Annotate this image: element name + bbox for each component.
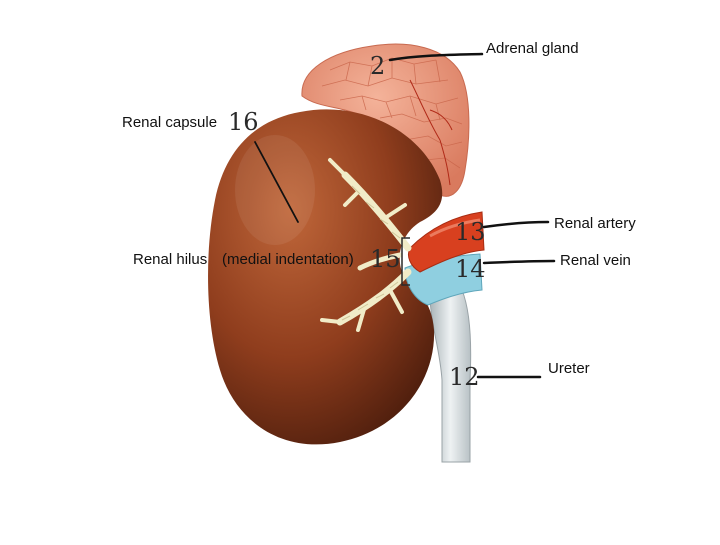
artery-shine: [429, 218, 481, 238]
leader-capsule: [254, 141, 299, 223]
label-renal-capsule: Renal capsule: [122, 114, 218, 131]
label-renal-vein: Renal vein: [560, 252, 631, 269]
callout-number-ureter: 12: [449, 363, 480, 391]
label-ureter: Ureter: [548, 360, 590, 377]
label-renal-hilus-note: (medial indentation): [222, 251, 354, 268]
renal-artery-shape: [407, 211, 485, 273]
leader-lines: [254, 52, 556, 379]
label-renal-artery: Renal artery: [554, 215, 636, 232]
label-renal-hilus: Renal hilus: [133, 251, 208, 268]
leader-adrenal: [388, 52, 484, 62]
adrenal-texture: [321, 57, 463, 169]
vessel-branch-texture: [341, 185, 401, 321]
adrenal-vessels: [409, 79, 453, 186]
callout-number-renal-hilus: 15: [370, 245, 401, 273]
callout-number-adrenal-gland: 2: [370, 52, 386, 80]
hilus-bracket: [401, 237, 410, 286]
callout-number-renal-artery: 13: [455, 218, 486, 246]
kidney-shape: [208, 109, 443, 445]
callout-number-renal-vein: 14: [455, 255, 486, 283]
callout-number-renal-capsule: 16: [228, 108, 259, 136]
label-adrenal-gland: Adrenal gland: [486, 40, 579, 57]
ureter-shape: [429, 289, 472, 463]
leader-artery: [482, 220, 550, 229]
leader-vein: [482, 259, 556, 265]
kidney-gloss: [235, 135, 315, 245]
